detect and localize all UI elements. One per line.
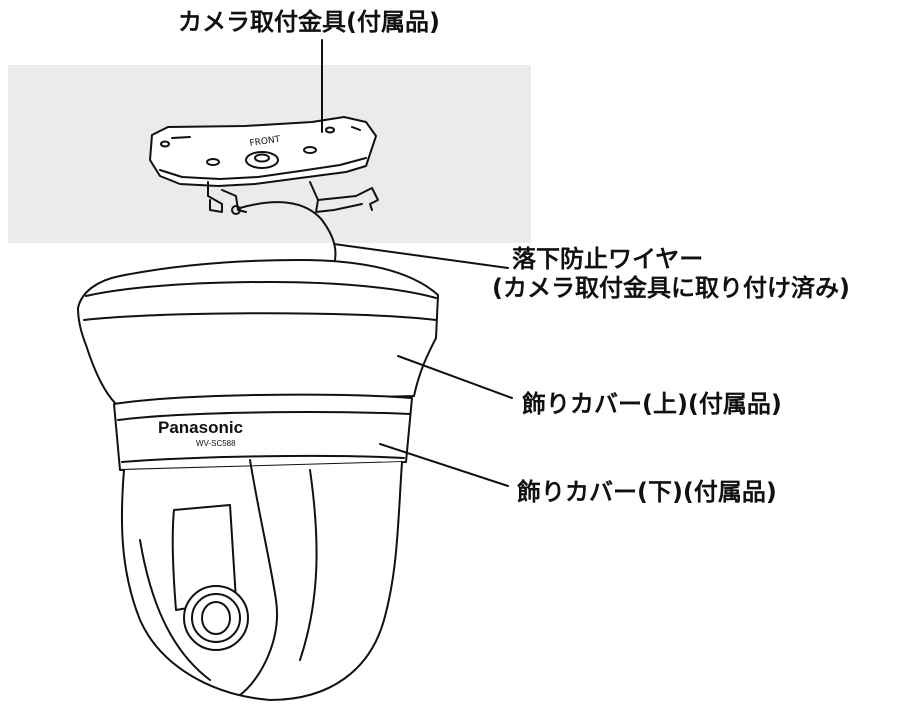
upper-cover-callout: 飾りカバー(上)(付属品) <box>522 390 782 418</box>
wire-leader-line <box>333 243 509 269</box>
lower-cover-leader-line <box>379 443 509 487</box>
wire-callout: 落下防止ワイヤー (カメラ取付金具に取り付け済み) <box>492 245 850 303</box>
bracket-callout: カメラ取付金具(付属品) <box>178 8 440 36</box>
mounting-bracket <box>149 116 379 215</box>
camera-dome <box>120 459 403 701</box>
safety-wire <box>239 201 337 266</box>
lower-cover-callout: 飾りカバー(下)(付属品) <box>517 478 777 506</box>
bracket-front-marking: FRONT <box>249 135 281 149</box>
wire-callout-line2: (カメラ取付金具に取り付け済み) <box>492 273 850 302</box>
upper-cover-leader-line <box>397 355 513 399</box>
brand-logo: Panasonic <box>158 418 243 437</box>
upper-cover <box>77 259 439 405</box>
lower-cover <box>113 393 413 471</box>
wire-callout-line1: 落下防止ワイヤー <box>512 245 704 273</box>
model-label: WV-SC588 <box>196 439 236 448</box>
